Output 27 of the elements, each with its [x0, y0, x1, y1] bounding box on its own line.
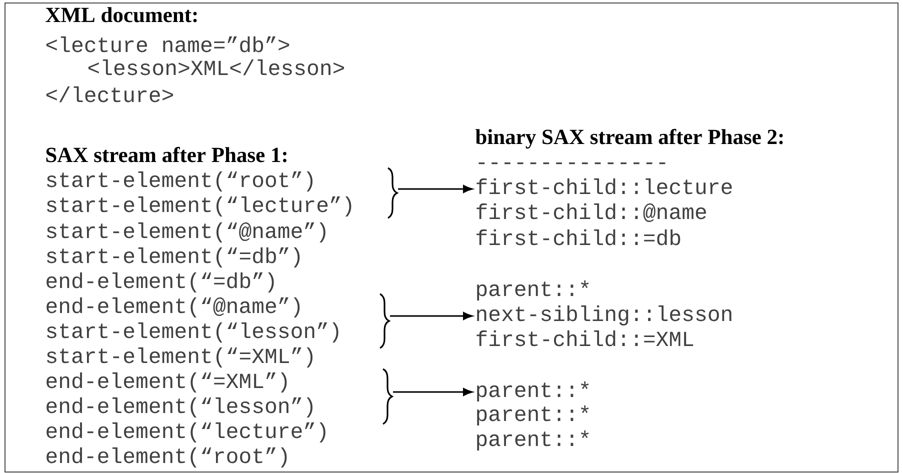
- code-line: parent::*: [477, 430, 589, 450]
- code-line: first-child::=db: [476, 229, 680, 246]
- arrow: [398, 185, 473, 193]
- code-line: end-element(“=db”): [46, 272, 274, 292]
- code-line: parent::*: [477, 405, 589, 426]
- code-text: first-child::lecture: [476, 178, 732, 194]
- code-line: first-child::=XML: [476, 330, 694, 346]
- code-line: ---------------: [478, 162, 666, 164]
- code-line: start-element(“@name”): [46, 222, 326, 242]
- code-line: end-element(“root”): [46, 447, 287, 468]
- code-line: parent::*: [477, 280, 589, 300]
- heading: binary SAX stream after Phase 2:: [475, 128, 783, 149]
- code-text: next-sibling::lesson: [477, 305, 732, 326]
- code-line: </lecture>: [46, 86, 173, 102]
- code-text: end-element(“=XML”) end-element(“lesson”): [46, 372, 312, 418]
- code-text: parent::*: [477, 381, 589, 402]
- code-line: start-element(“=XML”): [46, 347, 312, 368]
- code-text: end-element(“@name”) start-element(“lesson”): [46, 297, 338, 342]
- code-line: start-element(“=db”): [46, 247, 300, 268]
- code-line: end-element(“lecture”): [46, 422, 326, 442]
- arrow: [390, 312, 473, 320]
- code-line: <lesson>XML</lesson>: [88, 59, 344, 76]
- arrow: [393, 388, 473, 396]
- heading: XML document:: [46, 7, 197, 22]
- code-text: start-element(“root”) start-element(“lecture”): [46, 171, 352, 216]
- code-line: first-child::@name: [476, 203, 706, 222]
- code-line: <lecture name=”db”>: [46, 36, 290, 52]
